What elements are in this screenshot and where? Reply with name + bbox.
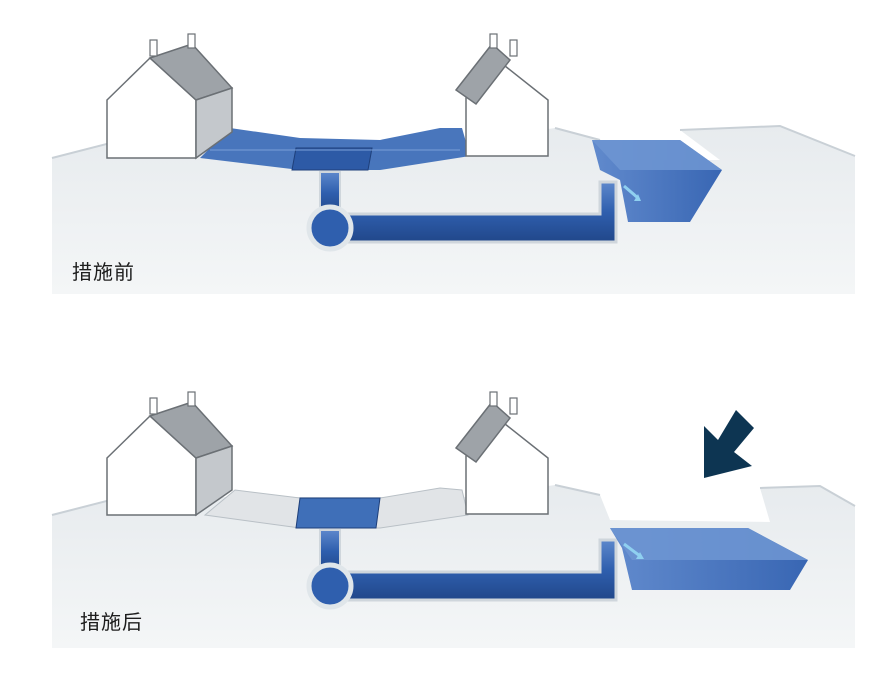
ground-after: [52, 485, 855, 648]
panel-label-before: 措施前: [72, 260, 135, 284]
house-icon: [454, 391, 549, 515]
house-icon: [106, 391, 234, 517]
panel-label-after: 措施后: [80, 610, 143, 634]
arrow-down-left-icon: [704, 410, 754, 478]
outflow-arrow-after: [623, 542, 641, 558]
pipe-end-after: [306, 562, 354, 610]
house-icon: [454, 33, 549, 157]
house-icon: [106, 33, 234, 160]
outflow-arrow-before: [623, 184, 639, 200]
street-drain-grate-after: [295, 497, 381, 529]
street-drain-grate-before: [291, 147, 373, 171]
pipe-end-before: [306, 204, 354, 252]
panel-after: [51, 391, 856, 648]
panel-before: [51, 33, 856, 294]
